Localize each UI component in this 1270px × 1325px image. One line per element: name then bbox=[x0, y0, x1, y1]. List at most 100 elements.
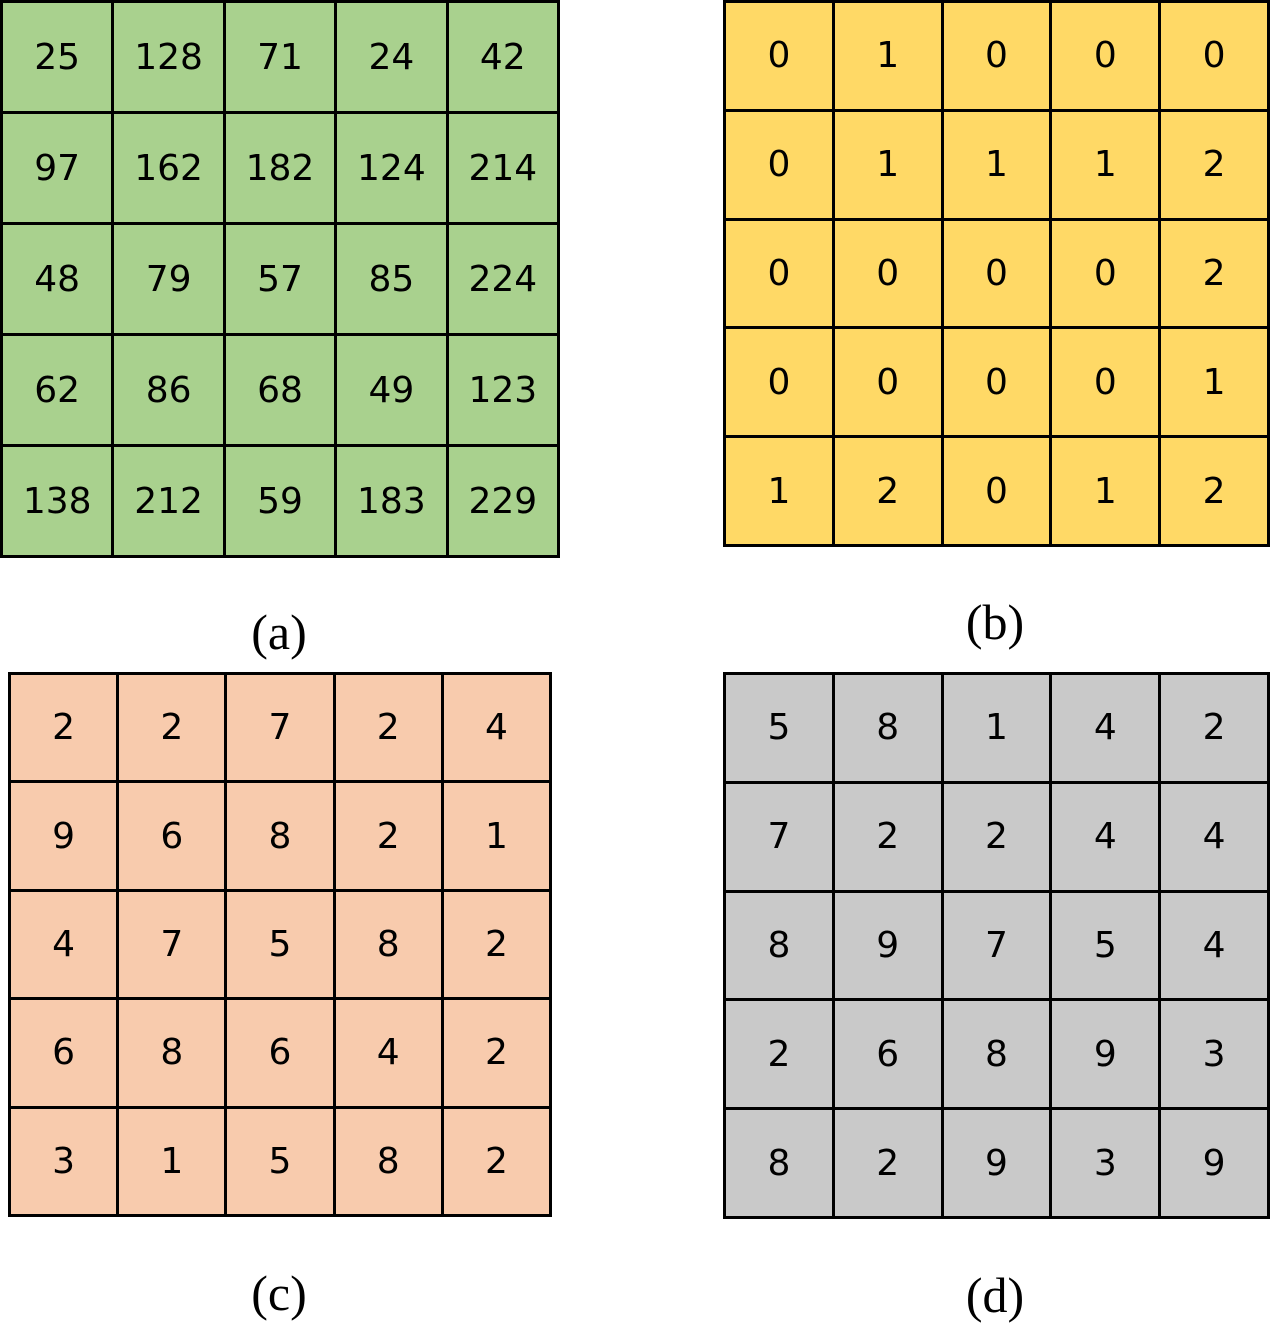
matrix-cell: 0 bbox=[726, 3, 832, 109]
matrix-cell: 8 bbox=[227, 783, 333, 889]
matrix-cell: 6 bbox=[834, 1001, 941, 1108]
matrix-cell: 1 bbox=[1052, 438, 1159, 544]
matrix-cell: 0 bbox=[943, 3, 1050, 109]
matrix-cell: 86 bbox=[114, 336, 223, 444]
matrix-cell: 212 bbox=[114, 447, 223, 555]
matrix-cell: 183 bbox=[337, 447, 446, 555]
matrix-cell: 1 bbox=[943, 675, 1050, 781]
matrix-cell: 0 bbox=[943, 329, 1050, 436]
matrix-cell: 1 bbox=[834, 111, 941, 218]
matrix-cell: 123 bbox=[448, 336, 557, 444]
matrix-cell: 0 bbox=[834, 329, 941, 436]
matrix-cell: 2 bbox=[834, 783, 941, 890]
matrix-cell: 5 bbox=[227, 891, 333, 998]
matrix-cell: 1 bbox=[943, 111, 1050, 218]
matrix-cell: 0 bbox=[726, 329, 832, 436]
matrix-cell: 2 bbox=[1161, 220, 1267, 327]
matrix-cell: 1 bbox=[443, 783, 549, 889]
matrix-cell: 8 bbox=[335, 891, 441, 998]
matrix-cell: 85 bbox=[337, 225, 446, 333]
matrix-cell: 2 bbox=[1161, 438, 1267, 544]
matrix-cell: 8 bbox=[726, 1110, 832, 1216]
matrix-cell: 128 bbox=[114, 3, 223, 111]
matrix-cell: 24 bbox=[337, 3, 446, 111]
matrix-cell: 224 bbox=[448, 225, 557, 333]
matrix-cell: 6 bbox=[11, 1000, 117, 1106]
matrix-cell: 62 bbox=[3, 336, 112, 444]
matrix-cell: 4 bbox=[11, 891, 117, 998]
matrix-cell: 6 bbox=[119, 783, 225, 889]
matrix-cell: 8 bbox=[119, 1000, 225, 1106]
matrix-cell: 7 bbox=[943, 892, 1050, 999]
matrix-cell: 2 bbox=[443, 1108, 549, 1214]
matrix-cell: 48 bbox=[3, 225, 112, 333]
matrix-cell: 0 bbox=[943, 220, 1050, 327]
matrix-cell: 25 bbox=[3, 3, 112, 111]
matrix-cell: 0 bbox=[1161, 3, 1267, 109]
matrix-cell: 6 bbox=[227, 1000, 333, 1106]
matrix-cell: 2 bbox=[335, 675, 441, 781]
matrix-cell: 214 bbox=[448, 114, 557, 222]
matrix-cell: 2 bbox=[335, 783, 441, 889]
matrix-cell: 9 bbox=[943, 1110, 1050, 1216]
matrix-cell: 138 bbox=[3, 447, 112, 555]
matrix-cell: 7 bbox=[227, 675, 333, 781]
matrix-cell: 0 bbox=[834, 220, 941, 327]
matrix-cell: 7 bbox=[119, 891, 225, 998]
matrix-cell: 0 bbox=[1052, 220, 1159, 327]
matrix-cell: 3 bbox=[1161, 1001, 1267, 1108]
matrix-cell: 2 bbox=[11, 675, 117, 781]
matrix-cell: 4 bbox=[443, 675, 549, 781]
matrix-cell: 0 bbox=[1052, 3, 1159, 109]
matrix-cell: 1 bbox=[119, 1108, 225, 1214]
matrix-cell: 4 bbox=[335, 1000, 441, 1106]
matrix-cell: 9 bbox=[11, 783, 117, 889]
matrix-cell: 1 bbox=[726, 438, 832, 544]
matrix-cell: 5 bbox=[227, 1108, 333, 1214]
caption-d: (d) bbox=[965, 1267, 1025, 1323]
matrix-cell: 2 bbox=[119, 675, 225, 781]
matrix-cell: 7 bbox=[726, 783, 832, 890]
matrix-cell: 0 bbox=[726, 111, 832, 218]
matrix-cell: 9 bbox=[1052, 1001, 1159, 1108]
matrix-cell: 4 bbox=[1161, 783, 1267, 890]
matrix-cell: 4 bbox=[1052, 675, 1159, 781]
matrix-cell: 4 bbox=[1052, 783, 1159, 890]
matrix-cell: 2 bbox=[443, 891, 549, 998]
matrix-cell: 57 bbox=[225, 225, 335, 333]
matrix-cell: 4 bbox=[1161, 892, 1267, 999]
matrix-cell: 2 bbox=[834, 438, 941, 544]
matrix-cell: 8 bbox=[335, 1108, 441, 1214]
matrix-cell: 2 bbox=[1161, 111, 1267, 218]
matrix-cell: 8 bbox=[943, 1001, 1050, 1108]
matrix-cell: 1 bbox=[1052, 111, 1159, 218]
matrix-cell: 229 bbox=[448, 447, 557, 555]
matrix-cell: 162 bbox=[114, 114, 223, 222]
matrix-cell: 124 bbox=[337, 114, 446, 222]
matrix-cell: 1 bbox=[834, 3, 941, 109]
caption-a: (a) bbox=[251, 604, 307, 660]
matrix-cell: 1 bbox=[1161, 329, 1267, 436]
matrix-cell: 2 bbox=[1161, 675, 1267, 781]
matrix-cell: 5 bbox=[1052, 892, 1159, 999]
matrix-cell: 8 bbox=[834, 675, 941, 781]
matrix-cell: 0 bbox=[1052, 329, 1159, 436]
matrix-cell: 9 bbox=[834, 892, 941, 999]
matrix-cell: 3 bbox=[11, 1108, 117, 1214]
matrix-cell: 79 bbox=[114, 225, 223, 333]
matrix-cell: 182 bbox=[225, 114, 335, 222]
matrix-cell: 5 bbox=[726, 675, 832, 781]
matrix-cell: 2 bbox=[834, 1110, 941, 1216]
matrix-cell: 68 bbox=[225, 336, 335, 444]
matrix-cell: 8 bbox=[726, 892, 832, 999]
matrix-cell: 71 bbox=[225, 3, 335, 111]
matrix-cell: 2 bbox=[726, 1001, 832, 1108]
matrix-cell: 42 bbox=[448, 3, 557, 111]
matrix-cell: 49 bbox=[337, 336, 446, 444]
matrix-cell: 0 bbox=[726, 220, 832, 327]
caption-c: (c) bbox=[251, 1265, 307, 1321]
matrix-cell: 3 bbox=[1052, 1110, 1159, 1216]
